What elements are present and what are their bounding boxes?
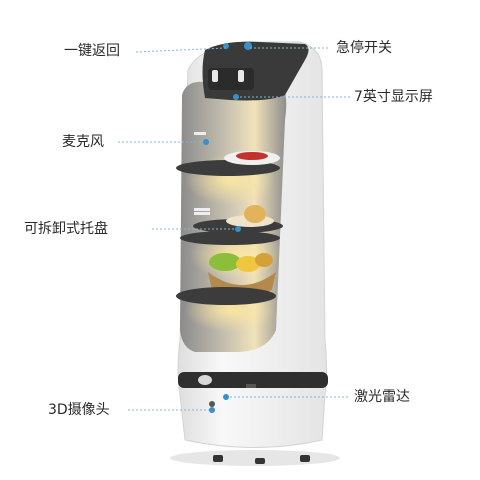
callout-dot [203,139,209,145]
camera-3d-lens [209,401,215,407]
wheel [213,455,223,462]
side-slot [194,132,206,135]
callout-dot [223,394,229,400]
label-display-7in: 7英寸显示屏 [354,89,433,105]
wheel [300,455,310,462]
tray-3[interactable] [180,231,280,245]
floor-shadow [170,450,340,466]
emergency-stop-button[interactable] [244,42,252,50]
callout-dot [209,407,215,413]
robot-eye-right [238,70,244,82]
food-bread [244,205,266,223]
food-fruit [209,253,241,271]
side-slot [194,208,210,211]
label-lidar: 激光雷达 [354,389,410,405]
food-fruit [255,253,273,267]
callout-dot [235,226,241,232]
label-emergency-stop: 急停开关 [336,40,392,56]
side-slot [194,212,210,215]
callout-line-return [135,47,227,53]
label-microphone: 麦克风 [62,134,104,150]
label-camera-3d: 3D摄像头 [48,402,110,418]
food-steak [236,152,268,160]
label-detachable-tray: 可拆卸式托盘 [24,221,108,237]
label-one-key-return: 一键返回 [64,43,120,59]
one-key-return-button[interactable] [223,43,229,49]
sensor-slot [246,384,256,388]
robot-eye-left [212,70,218,82]
callout-dot [233,94,239,100]
food-fruit [236,256,260,272]
lidar-band [178,372,328,388]
camera-sensor [198,375,212,385]
wheel [255,458,265,464]
tray-4[interactable] [176,287,276,305]
